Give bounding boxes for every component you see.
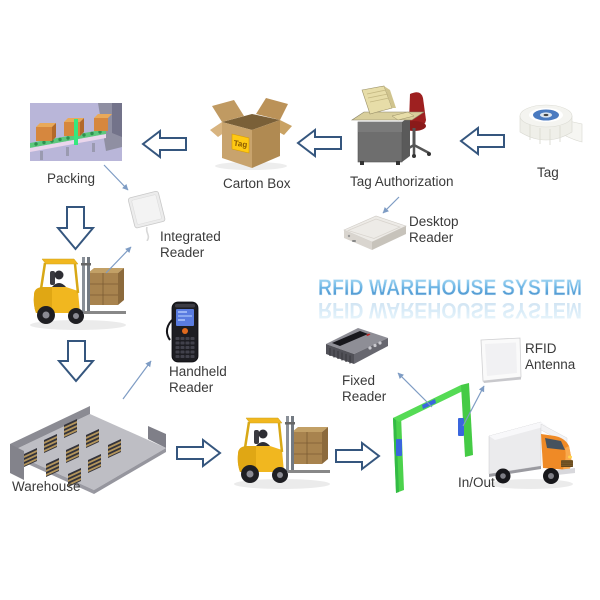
carton-box-label: Carton Box (223, 176, 291, 191)
arrow-warehouse-to-forklift (176, 437, 222, 469)
office-chair-icon (409, 92, 426, 126)
title-text: RFID WAREHOUSE SYSTEM (318, 275, 582, 300)
handheld-reader-image (166, 301, 199, 363)
rfid-antenna-label: RFID Antenna (525, 341, 576, 373)
handheld-reader-label: Handheld Reader (169, 364, 227, 396)
keypad (175, 337, 195, 358)
reader-cable (145, 226, 150, 241)
gate-antenna-patch (396, 439, 402, 456)
callout-arrow-authorization-to-desktop-reader (382, 196, 400, 214)
arrow-forklift-to-warehouse (56, 340, 96, 383)
carton-on-belt-icon (36, 123, 56, 141)
tag-sticker (231, 133, 250, 154)
tag-authorization-workstation-image (351, 85, 431, 165)
scanner-beam-icon (74, 119, 78, 145)
forklift-image (232, 414, 332, 491)
warehouse-label: Warehouse (12, 479, 81, 494)
arrow-tag-to-authorization (459, 125, 505, 157)
strap (166, 319, 173, 341)
forklift-image (28, 255, 128, 331)
arrow-forklift-to-gate (335, 440, 381, 472)
fixed-reader-image (326, 328, 388, 364)
integrated-reader-image (127, 190, 166, 241)
arrow-carton-to-packing (141, 128, 187, 160)
tag-sticker-text: Tag (233, 139, 248, 150)
windshield (545, 438, 565, 450)
packing-conveyor-image (30, 103, 122, 161)
shelf-rows (24, 419, 121, 487)
device-screen (176, 309, 194, 326)
warehouse-image (10, 406, 166, 494)
keyboard-icon (391, 111, 415, 121)
title-reflection: RFID WAREHOUSE SYSTEM (318, 298, 582, 323)
callout-arrow-packing-to-integrated-reader (103, 164, 129, 191)
tag-roll-image (519, 104, 583, 145)
packing-label: Packing (47, 171, 96, 186)
integrated-reader-label: Integrated Reader (160, 229, 221, 261)
desktop-reader-image (343, 215, 407, 250)
tag-label: Tag (537, 165, 559, 180)
carton-box-image: Tag (210, 98, 292, 170)
arrow-authorization-to-carton (296, 127, 342, 159)
carton-on-belt-icon (94, 114, 112, 131)
diagram-title: RFID WAREHOUSE SYSTEM RFID WAREHOUSE SYS… (318, 275, 583, 323)
truck-image (488, 421, 575, 489)
rfid-antenna-image (480, 337, 522, 383)
gate-antenna-patch (458, 418, 464, 436)
fixed-reader-label: Fixed Reader (342, 373, 387, 405)
arrow-packing-to-forklift (55, 206, 96, 251)
tag-authorization-label: Tag Authorization (350, 174, 454, 189)
desktop-reader-label: Desktop Reader (409, 214, 459, 246)
in-out-label: In/Out (458, 475, 495, 490)
